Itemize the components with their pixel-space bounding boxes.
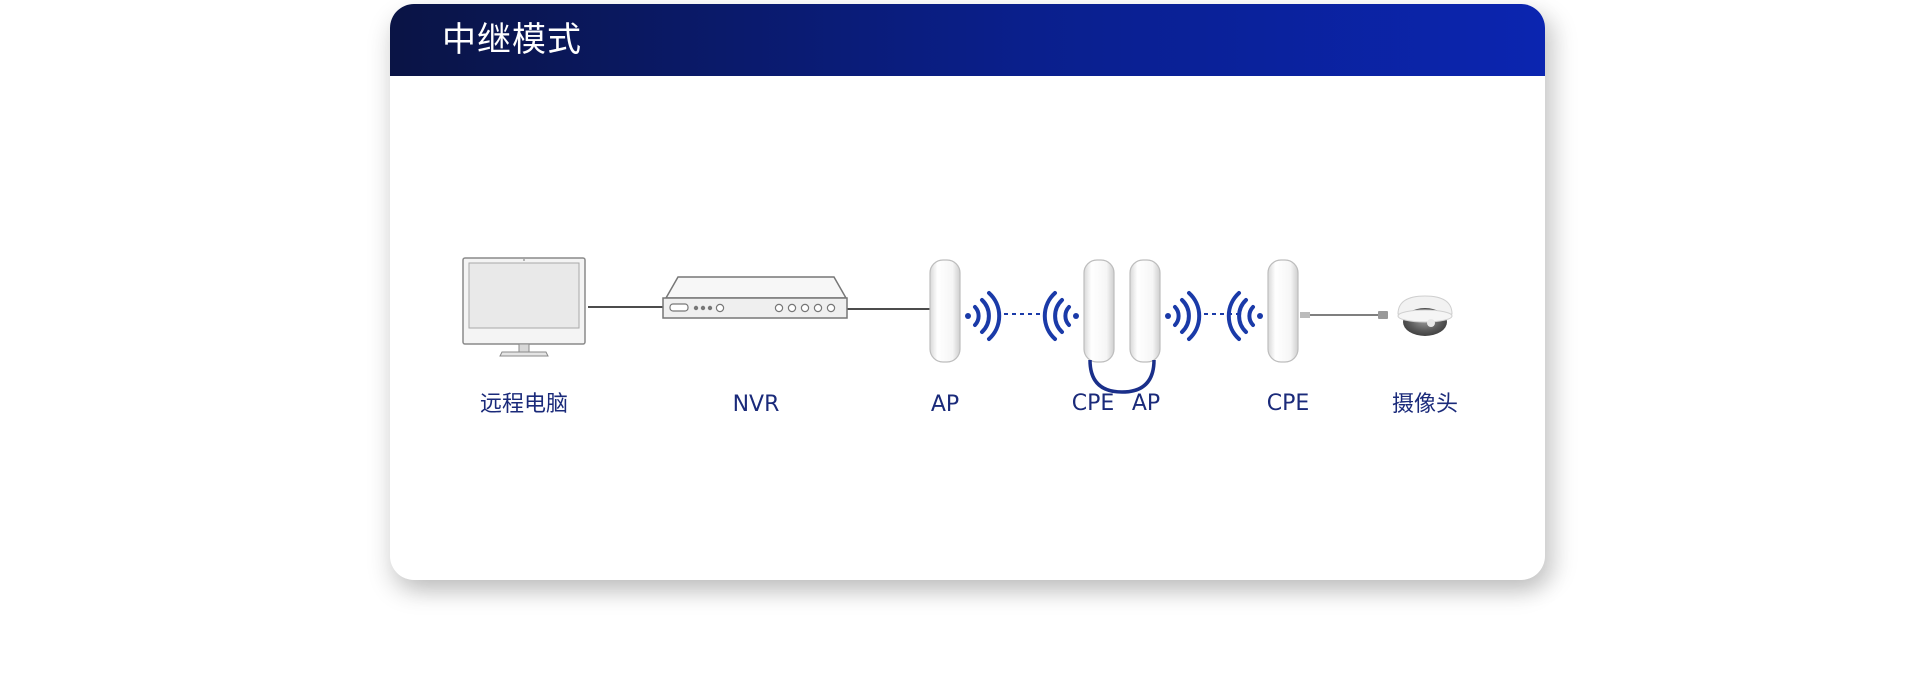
node-label-pc: 远程电脑 xyxy=(479,392,569,417)
node-label-cpe: CPE xyxy=(1266,391,1310,416)
repeater-mode-card: 中继模式 xyxy=(390,4,1545,580)
card-title: 中继模式 xyxy=(442,20,582,60)
node-label-cpe: CPE xyxy=(1071,391,1115,416)
card-header: 中继模式 xyxy=(390,4,1545,76)
node-label-camera: 摄像头 xyxy=(1391,392,1459,417)
node-label-ap: AP xyxy=(1131,391,1161,416)
node-label-nvr: NVR xyxy=(732,392,780,417)
node-label-ap: AP xyxy=(930,392,960,417)
